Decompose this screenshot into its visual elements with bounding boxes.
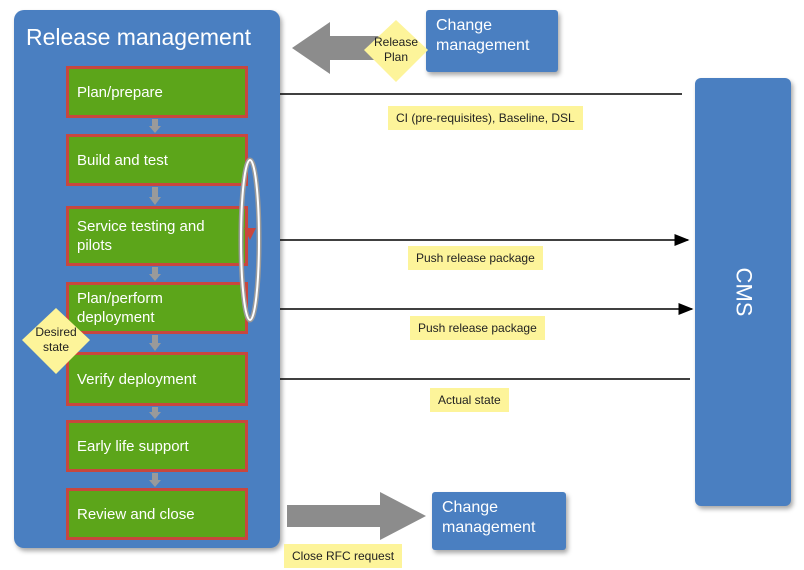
ci-baseline-note: CI (pre-requisites), Baseline, DSL (388, 106, 583, 130)
release-plan-arrow (292, 22, 400, 74)
step-label: Build and test (77, 151, 168, 169)
actual-state-note: Actual state (430, 388, 509, 412)
step-early-life-support: Early life support (66, 420, 248, 472)
cycle-arrow-icon (238, 157, 262, 323)
step-build-and-test: Build and test (66, 134, 248, 186)
desired-state-diamond (22, 308, 90, 374)
release-plan-diamond (364, 20, 428, 82)
release-management-title: Release management (26, 24, 252, 50)
change-management-top-label: Change management (436, 17, 530, 54)
close-rfc-arrow (287, 492, 426, 540)
change-management-bottom: Change management (432, 492, 566, 550)
step-label: Plan/perform deployment (77, 290, 163, 326)
release-plan-label: Release Plan (373, 35, 419, 64)
change-management-bottom-label: Change management (442, 499, 536, 536)
step-connectors (149, 119, 161, 487)
change-management-top: Change management (426, 10, 558, 72)
step-label: Plan/prepare (77, 83, 163, 101)
release-plan-diamond-label-wrap: Release Plan (364, 34, 428, 66)
desired-state-label: Desired state (35, 325, 77, 354)
step-label: Service testing and pilots (77, 218, 205, 254)
step-service-testing-and-pilots: Service testing and pilots (66, 206, 248, 266)
step-label: Review and close (77, 505, 195, 523)
step-plan-prepare: Plan/prepare (66, 66, 248, 118)
step-label: Early life support (77, 437, 189, 455)
cms-bar (695, 78, 791, 506)
step-verify-deployment: Verify deployment (66, 352, 248, 406)
desired-state-diamond-label-wrap: Desired state (24, 324, 88, 356)
push-release-note-1: Push release package (408, 246, 543, 270)
push-release-note-2: Push release package (410, 316, 545, 340)
close-rfc-note: Close RFC request (284, 544, 403, 568)
step-label: Verify deployment (77, 370, 197, 388)
step-plan-perform-deployment: Plan/perform deployment (66, 282, 248, 334)
step-review-and-close: Review and close (66, 488, 248, 540)
